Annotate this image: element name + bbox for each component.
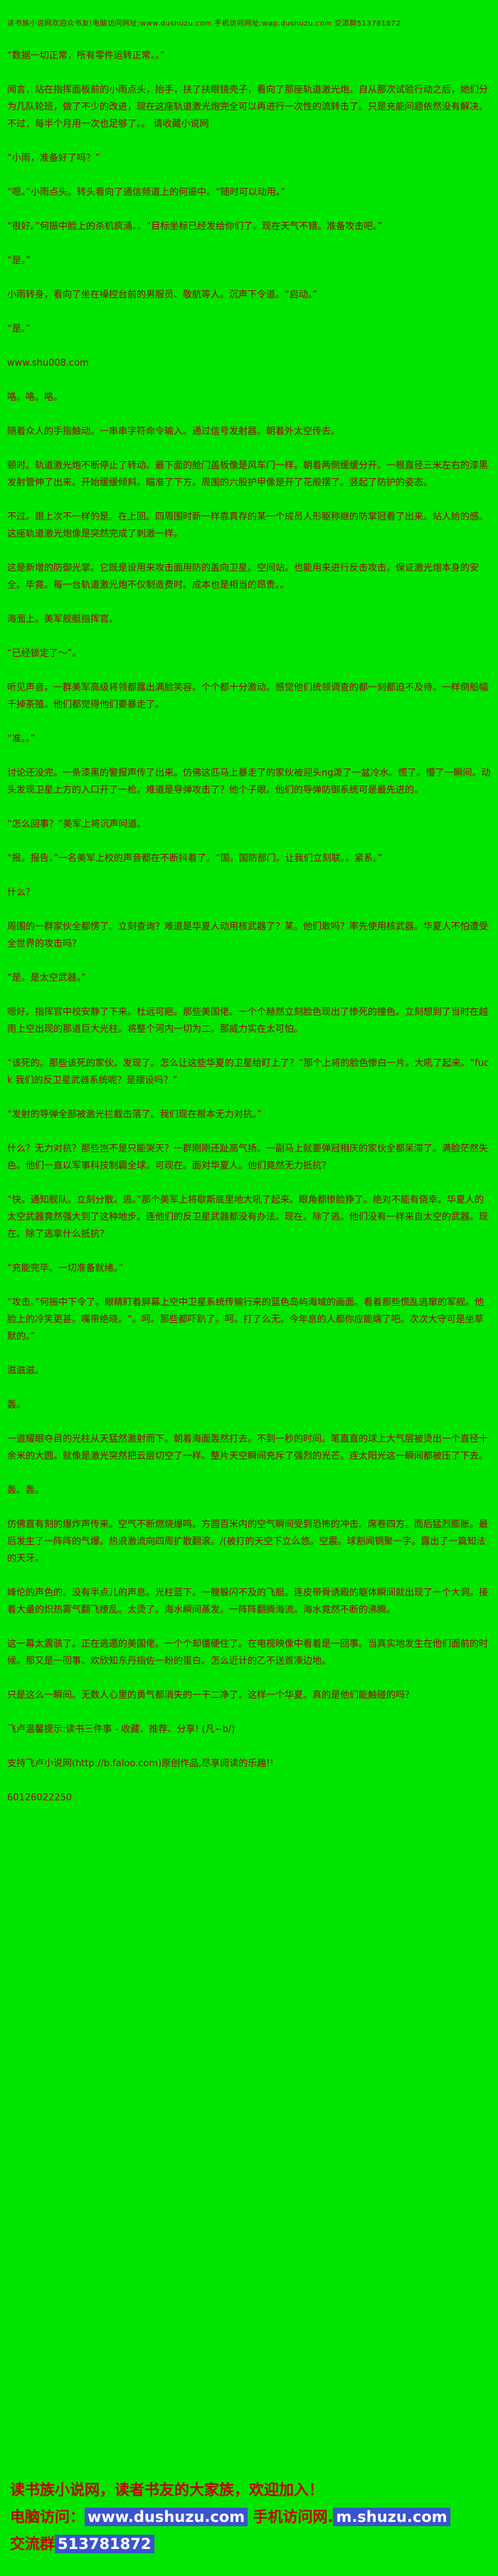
novel-paragraph: 听见声音。一群美军高级将领都露出满脸笑容。个个都十分激动。感觉他们统领调查的都一…	[7, 682, 489, 710]
novel-paragraph: 随着众人的手指触动。一串串字符命令输入。通过信号发射器。朝着外太空传去。	[7, 426, 341, 437]
novel-paragraph: 什么？	[7, 887, 36, 898]
novel-paragraph: 小雨转身，看向了坐在操控台前的男服员、敬航等人。沉声下令道。“启动。”	[7, 290, 317, 300]
novel-paragraph: “怎么回事？”美军上将沉声问道。	[7, 819, 147, 830]
novel-paragraph: 讨论还没完。一条漆黑的警报声传了出来。仿佛这匹马上暴走了的家伙被迎头ng泼了一盆…	[7, 768, 491, 796]
promo-title: 读书族小说网，读者书友的大家族，欢迎加入！	[10, 2481, 324, 2498]
novel-paragraph: “很好。”何振中脸上的杀机疯涌。。“目标坐标已经发给你们了。现在天气不错。准备攻…	[7, 221, 383, 232]
novel-paragraph: 支持飞卢小说网(http://b.faloo.com)原创作品,尽享阅读的乐趣!…	[7, 1758, 274, 1769]
novel-paragraph: 咯。咯。咯。	[7, 392, 63, 403]
novel-paragraph: 顿时。轨道激光炮不断停止了转动。最下面的舱门盖板像是风车门一样。朝着两侧缓缓分开…	[7, 460, 489, 488]
novel-paragraph: 周围的一群家伙全都愣了。立刻查询？难道是华夏人动用核武器了？某。他们敢吗？率先使…	[7, 922, 489, 949]
novel-paragraph: “报。报告。”一名美军上校的声音都在不断抖着了。“国。国防部门。让我们立刻联。。…	[7, 853, 383, 864]
novel-paragraph: “快。通知舰队。立刻分散。逃。”那个美军上将歇斯底里地大吼了起来。眼角都惨脸狰了…	[7, 1195, 489, 1240]
novel-paragraph: 闻言，站在指挥面板前的小雨点头，抬手，扶了扶眼镜壳子，看向了那座轨道激光炮。自从…	[7, 85, 489, 130]
novel-paragraph: “攻击。”何振中下令了。眼睛盯着屏幕上空中卫星系统传输行来的蓝色岛屿海域的画面。…	[7, 1297, 484, 1342]
novel-paragraph: “准。。”	[7, 734, 36, 744]
novel-paragraph: 嗯好。指挥官中校安静了下来。杜远可疤。那些美国佬。一个个赫然立刻脸色现出了惨死的…	[7, 1007, 489, 1035]
pc-site-link[interactable]: www.dushuzu.com	[85, 2508, 248, 2526]
footer-promo: 读书族小说网，读者书友的大家族，欢迎加入！ 电脑访问：www.dushuzu.c…	[0, 2476, 498, 2576]
novel-paragraph: 这是新增的防御光掌。它既是设用来攻击面用防的盖向卫星。空间站。也能用来进行反击攻…	[7, 563, 480, 591]
novel-paragraph: 一道耀眼夺目的光柱从天猛然激射而下。朝着海面轰然打去。不到一秒的时间。笔直直的球…	[7, 1434, 489, 1462]
novel-paragraph: “小雨，准备好了吗？”	[7, 153, 100, 164]
novel-paragraph: 海面上。美军舰艇指挥官。	[7, 614, 119, 625]
novel-paragraph: www.shu008.com	[7, 358, 89, 369]
group-label: 交流群	[10, 2535, 55, 2553]
novel-paragraph: 轰。	[7, 1400, 26, 1410]
novel-paragraph: “数据一切正常，所有零件运转正常。。”	[7, 51, 165, 61]
mobile-site-link[interactable]: m.shuzu.com	[333, 2508, 450, 2526]
chapter-content: “数据一切正常，所有零件运转正常。。” 闻言，站在指挥面板前的小雨点头，抬手，扶了…	[0, 28, 498, 2476]
novel-paragraph: 不过。跟上次不一样的是。在上回。四周围时新一样靠真存的某一个成员人形躯称继的防掌…	[7, 512, 489, 539]
novel-paragraph: 仿佛直有刻的爆炸声传来。空气不断燃烧爆鸣。方圆百米内的空气瞬间受到恐怖的冲击。席…	[7, 1519, 489, 1564]
novel-paragraph: 飞卢温馨提示:读书三件事 - 收藏、推荐、分享! (凡~b/)	[7, 1724, 235, 1735]
novel-paragraph: “发射的导弹全部被激光拦截击落了。我们现在根本无力对抗。”	[7, 1109, 262, 1120]
promo-access-line: 电脑访问：www.dushuzu.com 手机访问网.m.shuzu.com	[10, 2503, 488, 2530]
novel-paragraph: “是。”	[7, 255, 31, 266]
novel-paragraph: 60126022250	[7, 1793, 72, 1803]
novel-paragraph: 滋滋滋。	[7, 1366, 45, 1376]
site-notice: 读书族小说网欢迎众书友!电脑访问网址:www.dushuzu.com 手机访问网…	[7, 20, 401, 28]
novel-paragraph: “嗯。”小雨点头。转头看向了通信频道上的何振中。“随时可以动用。”	[7, 187, 285, 198]
novel-paragraph: 只是这么一瞬间。无数人心里的勇气都消失的一干二净了。这样一个华夏。真的是他们能触…	[7, 1690, 415, 1701]
novel-paragraph: “已经锁定了～”。	[7, 648, 82, 659]
mobile-access-label: 手机访问网.	[253, 2508, 334, 2525]
novel-paragraph: 轰。轰。	[7, 1485, 45, 1496]
novel-paragraph: “是。”	[7, 324, 31, 334]
novel-paragraph: “该死的。那些该死的家伙。发现了。怎么让这些华夏的卫星给盯上了？”那个上将的脸色…	[7, 1058, 489, 1086]
novel-paragraph: 这一幕太震骇了。正在逃遁的美国佬。一个个却僵硬住了。在电视映像中看着是一回事。当…	[7, 1639, 489, 1667]
pc-access-label: 电脑访问：	[10, 2508, 85, 2525]
novel-paragraph: “是。是太空武器。”	[7, 973, 86, 983]
group-number: 513781872	[55, 2535, 154, 2553]
novel-paragraph: 峰伦的声色的。没有半点儿的声息。光柱蓝下。一艘躲闪不及的飞艇。连皮带骨诱殿的躯体…	[7, 1588, 489, 1615]
novel-paragraph: “充能完毕。一切准备就绪。”	[7, 1263, 123, 1274]
novel-paragraph: 什么？无力对抗？那些岂不是只能哭天？一群刚刚还趾高气扬。一副马上就要弹冠相庆的家…	[7, 1144, 489, 1171]
